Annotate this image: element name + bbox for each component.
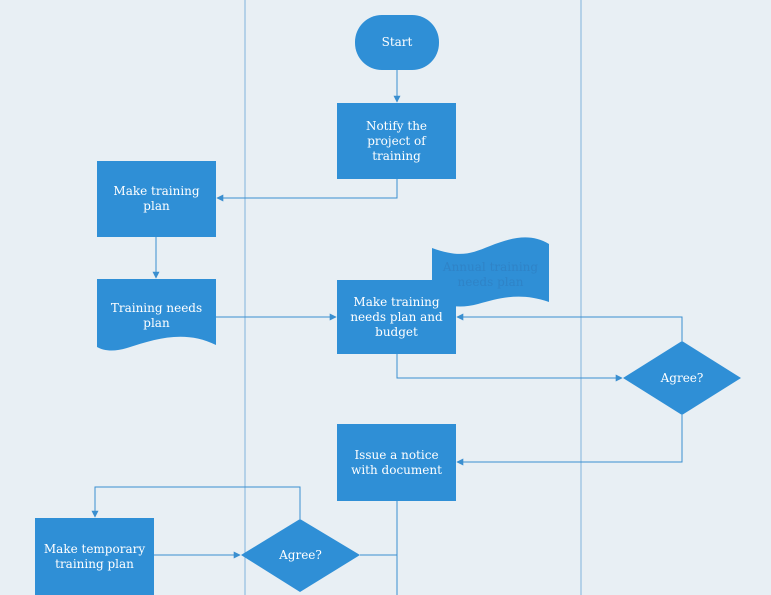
agree-right-decision[interactable]	[623, 341, 741, 415]
needs-budget-process[interactable]	[337, 280, 456, 354]
make-plan-process[interactable]	[97, 161, 216, 237]
notify-process[interactable]	[337, 103, 456, 179]
agree-left-decision[interactable]	[241, 519, 360, 592]
issue-notice-process[interactable]	[337, 424, 456, 501]
temp-plan-process[interactable]	[35, 518, 154, 595]
annual-document[interactable]	[432, 237, 549, 307]
connector-notify-makeplan	[216, 179, 398, 202]
connector-agreeleft-loop	[91, 486, 301, 519]
start-terminator[interactable]	[355, 15, 439, 70]
connector-budget-agree	[396, 354, 623, 382]
connector-agree-budget	[456, 313, 683, 341]
connector-agree-issue	[456, 415, 683, 466]
needs-plan-document[interactable]	[97, 279, 216, 351]
